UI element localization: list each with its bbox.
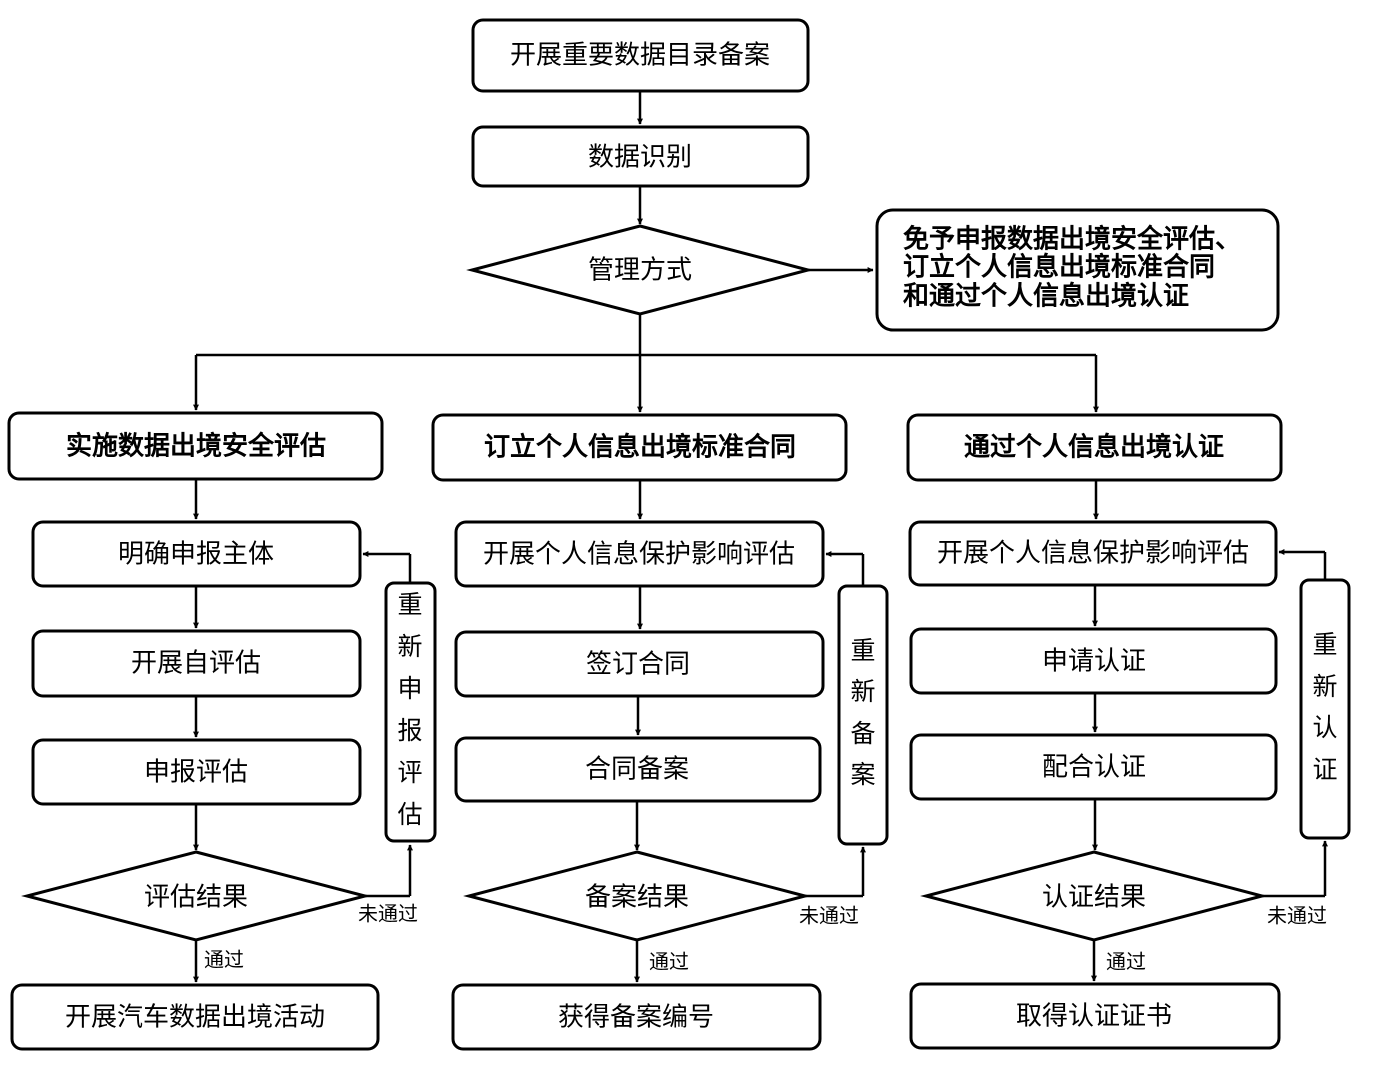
right-retry-char: 证 [1312,755,1337,784]
left-step1-node: 明确申报主体 [31,520,362,588]
left-step3-node: 申报评估 [31,738,362,806]
left-result-node: 开展汽车数据出境活动 [10,983,380,1051]
left-retry-char: 申 [397,674,422,703]
left-result-label: 开展汽车数据出境活动 [65,1003,325,1033]
right-result-label: 取得认证证书 [1016,1002,1172,1032]
right-retry-char: 重 [1312,630,1337,659]
left-step1-label: 明确申报主体 [118,540,274,570]
right-step3-label: 配合认证 [1042,753,1146,783]
right-header-label: 通过个人信息出境认证 [964,432,1224,463]
middle-result-node: 获得备案编号 [451,983,822,1051]
middle-step2-label: 签订合同 [586,650,690,680]
exemption-node: 免予申报数据出境安全评估、 订立个人信息出境标准合同 和通过个人信息出境认证 [875,208,1280,332]
right-header-node: 通过个人信息出境认证 [906,413,1283,482]
management-mode-decision: 管理方式 [466,224,814,316]
right-step2-node: 申请认证 [909,627,1278,695]
left-retry-char: 重 [397,590,422,619]
data-identification-node: 数据识别 [471,125,810,188]
catalog-filing-node: 开展重要数据目录备案 [471,18,810,93]
right-step1-node: 开展个人信息保护影响评估 [908,520,1278,587]
right-retry-char: 新 [1312,672,1337,701]
middle-retry-char: 备 [850,719,875,748]
right-step1-label: 开展个人信息保护影响评估 [937,539,1249,569]
right-decision: 认证结果 [920,850,1268,942]
exemption-line-2: 订立个人信息出境标准合同 [903,252,1215,283]
middle-retry-char: 案 [850,760,875,789]
left-step2-node: 开展自评估 [31,629,362,698]
middle-step3-node: 合同备案 [454,736,822,803]
right-fail-label: 未通过 [1267,904,1327,928]
right-retry-char: 认 [1312,713,1337,742]
left-header-node: 实施数据出境安全评估 [7,411,384,481]
management-mode-label: 管理方式 [588,256,692,286]
left-header-label: 实施数据出境安全评估 [66,431,326,462]
left-step3-label: 申报评估 [144,758,248,788]
exemption-line-1: 免予申报数据出境安全评估、 [903,224,1241,255]
right-pass-label: 通过 [1106,950,1146,974]
left-step2-label: 开展自评估 [131,649,261,679]
middle-step2-node: 签订合同 [454,630,825,698]
catalog-filing-label: 开展重要数据目录备案 [510,41,770,71]
middle-retry-node: 重 新 备 案 [837,584,889,846]
middle-step1-label: 开展个人信息保护影响评估 [483,540,795,570]
left-fail-label: 未通过 [358,902,418,926]
left-retry-char: 估 [397,800,422,829]
left-decision-label: 评估结果 [144,883,248,913]
right-step3-node: 配合认证 [909,733,1278,801]
middle-pass-label: 通过 [649,950,689,974]
middle-decision-label: 备案结果 [585,883,689,913]
middle-result-label: 获得备案编号 [558,1003,714,1033]
middle-fail-label: 未通过 [799,904,859,928]
right-retry-node: 重 新 认 证 [1299,578,1351,840]
middle-decision: 备案结果 [463,850,811,942]
data-identification-label: 数据识别 [588,143,692,173]
left-retry-char: 评 [397,758,422,787]
middle-retry-char: 新 [850,677,875,706]
middle-step3-label: 合同备案 [585,755,689,785]
right-decision-label: 认证结果 [1042,883,1146,913]
left-retry-node: 重 新 申 报 评 估 [384,581,437,843]
left-retry-char: 新 [397,632,422,661]
middle-header-label: 订立个人信息出境标准合同 [484,432,796,463]
left-retry-char: 报 [397,716,422,745]
left-pass-label: 通过 [204,948,244,972]
middle-retry-char: 重 [850,636,875,665]
left-decision: 评估结果 [21,850,371,942]
middle-step1-node: 开展个人信息保护影响评估 [454,520,825,588]
right-step2-label: 申请认证 [1042,647,1146,677]
middle-header-node: 订立个人信息出境标准合同 [431,413,848,482]
exemption-line-3: 和通过个人信息出境认证 [903,281,1189,312]
right-result-node: 取得认证证书 [909,982,1281,1050]
